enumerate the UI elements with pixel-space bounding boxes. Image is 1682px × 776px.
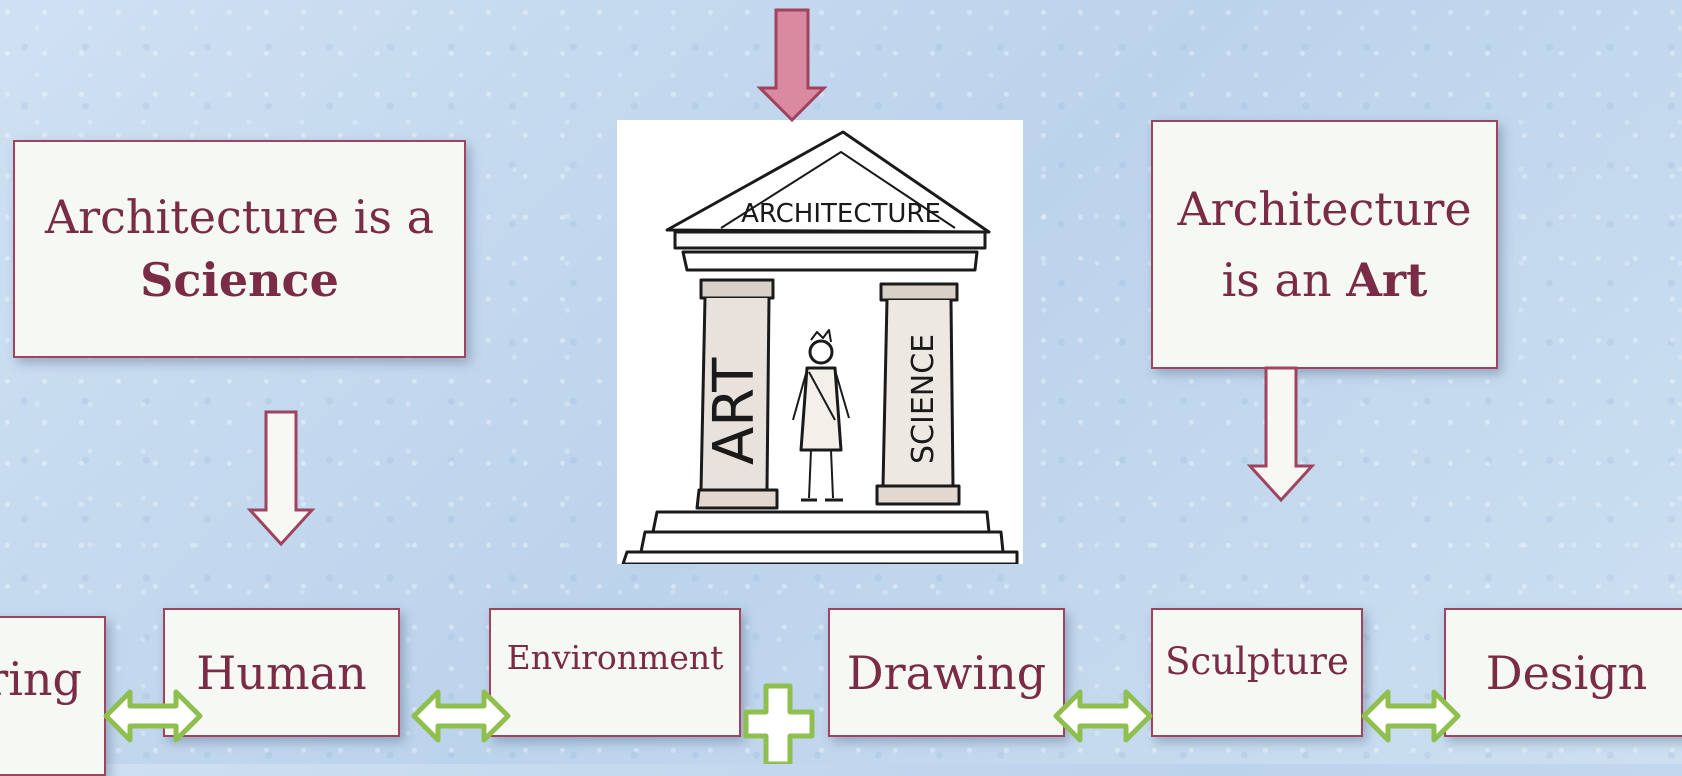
- art-box-line2: is an Art: [1221, 252, 1428, 307]
- pediment-label: ARCHITECTURE: [741, 199, 941, 229]
- human-box: Human: [163, 608, 400, 737]
- environment-box-label: Environment: [506, 638, 724, 677]
- human-box-label: Human: [196, 645, 367, 700]
- left-column-label: ART: [702, 357, 767, 465]
- double-arrow-2: [411, 689, 511, 743]
- engineering-box: ring: [0, 616, 106, 776]
- science-down-arrow: [246, 410, 316, 547]
- environment-box: Environment: [489, 608, 741, 737]
- science-box: Architecture is a Science: [13, 140, 466, 358]
- sculpture-box-label: Sculpture: [1165, 640, 1349, 683]
- temple-illustration: ARCHITECTURE ART SCIENCE: [617, 120, 1023, 564]
- art-box-line2-prefix: is an: [1221, 252, 1347, 307]
- double-arrow-3: [1053, 689, 1153, 743]
- design-box-label: Design: [1485, 645, 1648, 700]
- art-box: Architecture is an Art: [1151, 120, 1498, 369]
- art-down-arrow: [1246, 366, 1316, 503]
- double-arrow-4: [1361, 689, 1461, 743]
- sculpture-box: Sculpture: [1151, 608, 1363, 737]
- drawing-box: Drawing: [828, 608, 1065, 737]
- science-box-line1: Architecture is a: [44, 190, 435, 245]
- right-column-label: SCIENCE: [906, 334, 941, 464]
- design-box: Design: [1444, 608, 1682, 737]
- plus-icon: [743, 683, 815, 764]
- art-box-line1: Architecture: [1177, 181, 1472, 236]
- top-down-arrow: [756, 8, 828, 123]
- engineering-box-label: ring: [0, 652, 82, 706]
- drawing-box-label: Drawing: [846, 645, 1047, 700]
- science-box-line2: Science: [140, 253, 339, 307]
- art-box-line2-bold: Art: [1346, 252, 1428, 307]
- double-arrow-1: [103, 689, 203, 743]
